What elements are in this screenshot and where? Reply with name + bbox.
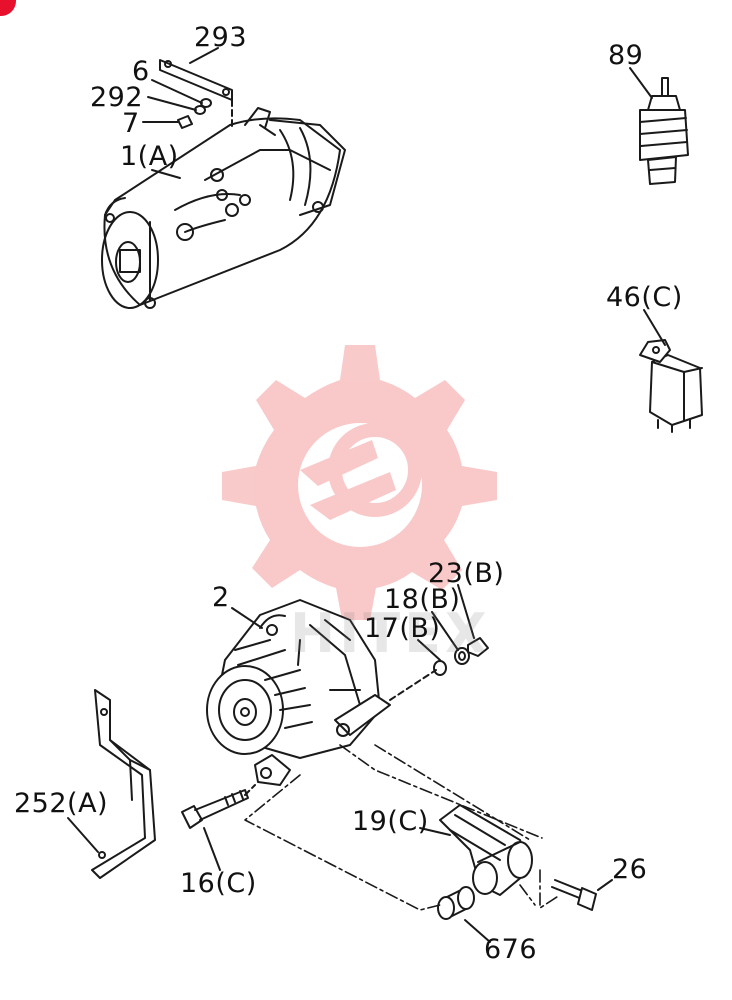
bracket-part (91, 689, 156, 879)
nut-part (433, 637, 489, 676)
starter-motor (101, 107, 346, 309)
label-46c: 46(C) (606, 282, 683, 313)
label-23b: 23(B) (428, 558, 505, 589)
washer-part (177, 98, 212, 129)
label-19c: 19(C) (352, 806, 429, 837)
label-89: 89 (608, 40, 644, 71)
bolt-part (181, 789, 249, 829)
watermark-text: HITEX (290, 602, 491, 665)
strap-part (159, 59, 233, 131)
label-1a: 1(A) (120, 141, 179, 172)
label-252a: 252(A) (14, 788, 109, 819)
label-292: 292 (90, 82, 144, 113)
label-18b: 18(B) (384, 584, 461, 615)
label-2: 2 (212, 582, 230, 613)
relay-part (639, 339, 703, 433)
watermark-gear-icon (222, 345, 497, 620)
mount-bracket-part (439, 804, 533, 896)
alternator (206, 599, 391, 786)
label-7: 7 (122, 108, 140, 139)
label-16c: 16(C) (180, 868, 257, 899)
label-26: 26 (612, 854, 648, 885)
sensor-part (639, 77, 689, 185)
label-6: 6 (132, 56, 150, 87)
label-676: 676 (484, 934, 538, 965)
label-17b: 17(B) (364, 613, 441, 644)
label-293: 293 (194, 22, 248, 53)
bushing-part (437, 886, 475, 920)
bolt-26-part (551, 879, 597, 911)
